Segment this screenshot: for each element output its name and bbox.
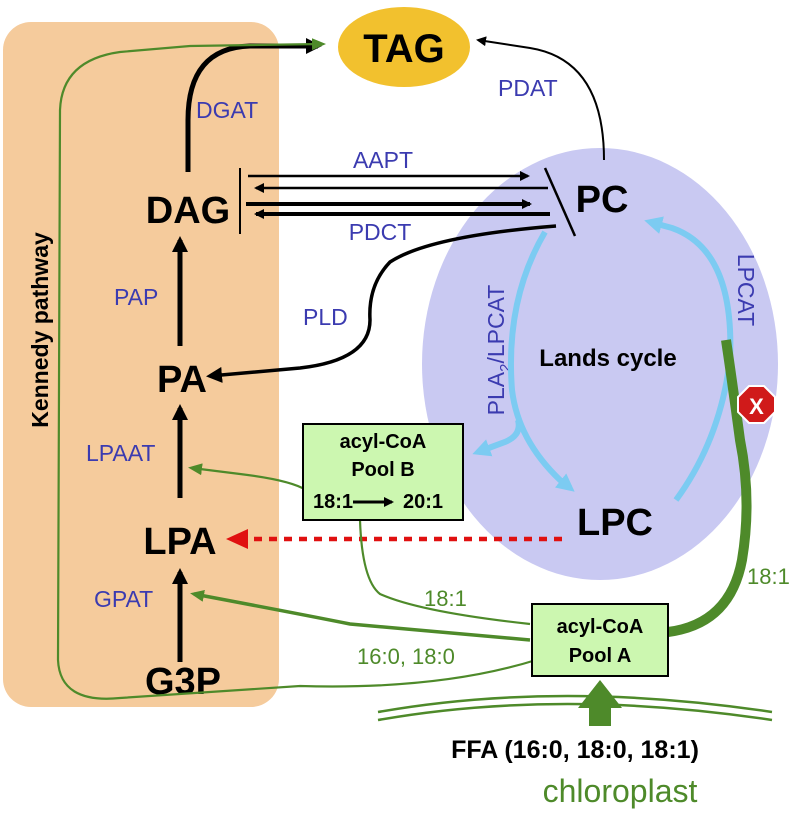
enzyme-aapt: AAPT xyxy=(353,147,413,173)
stop-sign-mark: X xyxy=(749,394,764,419)
pool-b-line2: Pool B xyxy=(351,459,414,481)
flow-pool-a-to-lpcat-thick xyxy=(667,339,752,637)
pla2-prefix: PLA xyxy=(483,371,509,415)
enzyme-lpaat: LPAAT xyxy=(86,440,155,466)
fa-181-left-label: 18:1 xyxy=(424,586,467,611)
enzyme-pld: PLD xyxy=(303,304,348,330)
pool-a-line2: Pool A xyxy=(569,645,632,667)
enzyme-pdat: PDAT xyxy=(498,75,558,101)
chloroplast-membrane-outer xyxy=(377,694,773,714)
pc-slash xyxy=(543,167,577,237)
flow-pool-a-to-gpat xyxy=(190,589,531,642)
pool-b-box xyxy=(302,423,464,521)
chloroplast-membrane-inner xyxy=(377,702,773,722)
kennedy-pathway-box xyxy=(3,22,279,707)
enzyme-pap: PAP xyxy=(114,284,158,310)
pc-label: PC xyxy=(576,179,629,221)
pla2-sub: 2 xyxy=(497,364,514,372)
flow-pool-a-to-pool-b-181 xyxy=(358,519,531,626)
pool-b-from: 18:1 xyxy=(313,491,353,513)
arrow-pc-to-lpc-lands xyxy=(507,230,575,492)
pool-b-to: 20:1 xyxy=(403,491,443,513)
chloroplast-label: chloroplast xyxy=(543,773,698,809)
ffa-label: FFA (16:0, 18:0, 18:1) xyxy=(451,736,699,764)
pla2-suffix: /LPCAT xyxy=(483,285,509,364)
arrow-pc-to-tag-pdat xyxy=(476,36,605,161)
ffa-up-arrow-head xyxy=(578,680,622,708)
enzyme-pla2-lpcat: PLA2/LPCAT xyxy=(483,285,514,416)
lands-cycle-ellipse xyxy=(422,148,778,580)
pool-a-box xyxy=(531,603,669,677)
lpa-label: LPA xyxy=(143,521,216,563)
enzyme-gpat: GPAT xyxy=(94,586,153,612)
enzyme-dgat: DGAT xyxy=(196,97,258,123)
lpc-label: LPC xyxy=(577,502,653,544)
kennedy-pathway-label: Kennedy pathway xyxy=(27,232,53,428)
tag-label: TAG xyxy=(363,27,444,71)
arrow-pc-to-pa-pld xyxy=(206,224,557,383)
pool-b-line1: acyl-CoA xyxy=(340,431,427,453)
ffa-up-arrow-shaft xyxy=(589,706,611,726)
pa-label: PA xyxy=(157,359,207,401)
dag-label: DAG xyxy=(146,190,230,232)
pool-a-line1: acyl-CoA xyxy=(557,616,644,638)
tag-node-bg xyxy=(338,7,470,87)
fa-160-180-label: 16:0, 18:0 xyxy=(357,644,455,669)
arrow-dag-to-tag xyxy=(185,38,322,172)
enzyme-lpcat: LPCAT xyxy=(733,254,759,326)
lands-cycle-label: Lands cycle xyxy=(539,345,676,372)
fa-181-right-label: 18:1 xyxy=(747,564,790,589)
arrow-branch-to-pool-b xyxy=(472,419,522,457)
stop-sign-icon: X xyxy=(737,385,776,424)
enzyme-pdct: PDCT xyxy=(349,219,412,245)
flow-pool-a-to-tag xyxy=(56,38,537,700)
g3p-label: G3P xyxy=(145,661,221,703)
